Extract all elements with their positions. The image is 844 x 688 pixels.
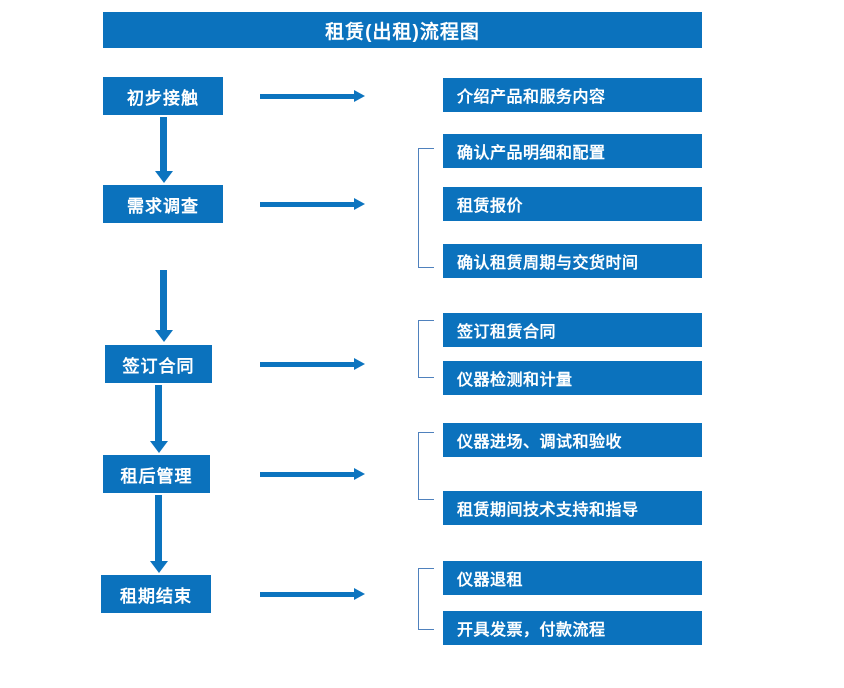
arrow-down-stage-2-to-3	[155, 270, 173, 342]
arrow-right-stage-1	[260, 90, 365, 102]
detail-box-yiqi-tuizu[interactable]: 仪器退租	[443, 561, 702, 595]
arrow-head	[354, 90, 365, 102]
arrow-head	[354, 468, 365, 480]
stage-box-qianding-hetong[interactable]: 签订合同	[105, 345, 212, 383]
arrow-shaft	[155, 385, 162, 441]
detail-box-kaiju-fapiao-fukuan[interactable]: 开具发票，付款流程	[443, 611, 702, 645]
arrow-right-stage-5	[260, 588, 365, 600]
stage-box-chubu-jiechu[interactable]: 初步接触	[103, 77, 223, 115]
arrow-head	[150, 561, 168, 573]
arrow-head	[354, 358, 365, 370]
arrow-shaft	[260, 94, 354, 99]
arrow-down-stage-1-to-2	[155, 117, 173, 183]
arrow-head	[150, 441, 168, 453]
arrow-shaft	[260, 362, 354, 367]
arrow-head	[354, 198, 365, 210]
detail-box-zulin-qijian-jishu-zhichi[interactable]: 租赁期间技术支持和指导	[443, 491, 702, 525]
arrow-head	[354, 588, 365, 600]
bracket-group-stage-3	[418, 320, 434, 378]
arrow-head	[155, 171, 173, 183]
arrow-shaft	[160, 270, 167, 330]
arrow-down-stage-3-to-4	[150, 385, 168, 453]
arrow-right-stage-4	[260, 468, 365, 480]
arrow-shaft	[260, 472, 354, 477]
arrow-shaft	[160, 117, 167, 171]
stage-box-zuqi-jieshu[interactable]: 租期结束	[101, 575, 211, 613]
detail-box-queren-zulin-zhouqi[interactable]: 确认租赁周期与交货时间	[443, 244, 702, 278]
detail-box-zulin-baojia[interactable]: 租赁报价	[443, 187, 702, 221]
bracket-group-stage-4	[418, 432, 434, 500]
detail-box-yiqi-jinchang-tiaoshi[interactable]: 仪器进场、调试和验收	[443, 423, 702, 457]
detail-box-queren-chanpin-mingxi[interactable]: 确认产品明细和配置	[443, 134, 702, 168]
arrow-shaft	[260, 592, 354, 597]
arrow-down-stage-4-to-5	[150, 495, 168, 573]
arrow-head	[155, 330, 173, 342]
bracket-group-stage-5	[418, 568, 434, 630]
detail-box-jieshao-chanpin-fuwu[interactable]: 介绍产品和服务内容	[443, 78, 702, 112]
bracket-group-stage-2	[418, 148, 434, 268]
detail-box-yiqi-jiance-jiliang[interactable]: 仪器检测和计量	[443, 361, 702, 395]
arrow-shaft	[260, 202, 354, 207]
arrow-right-stage-2	[260, 198, 365, 210]
arrow-right-stage-3	[260, 358, 365, 370]
stage-box-zuhou-guanli[interactable]: 租后管理	[103, 455, 210, 493]
stage-box-xuqiu-diaocha[interactable]: 需求调查	[103, 185, 223, 223]
chart-title: 租赁(出租)流程图	[103, 12, 702, 48]
arrow-shaft	[155, 495, 162, 561]
detail-box-qianding-zulin-hetong[interactable]: 签订租赁合同	[443, 313, 702, 347]
